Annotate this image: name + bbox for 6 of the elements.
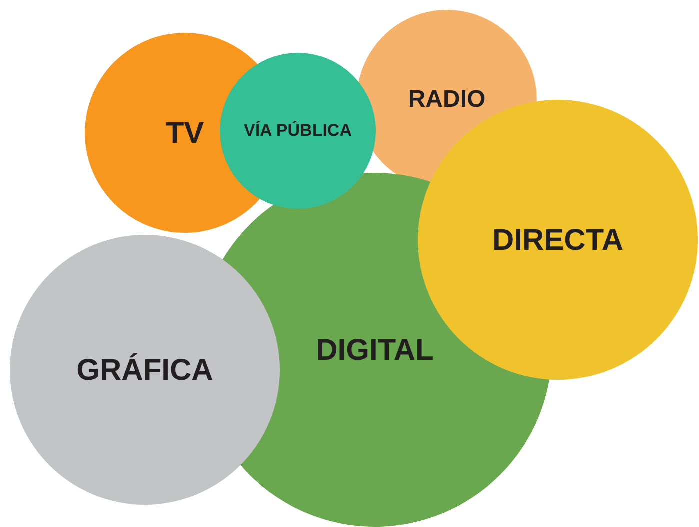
bubble-label: RADIO (408, 86, 486, 114)
bubble-label: DIRECTA (492, 224, 624, 256)
bubble-label: GRÁFICA (76, 354, 214, 386)
bubble-label: TV (166, 116, 204, 150)
bubble-label: DIGITAL (316, 334, 434, 366)
bubble-label: VÍA PÚBLICA (244, 122, 352, 140)
